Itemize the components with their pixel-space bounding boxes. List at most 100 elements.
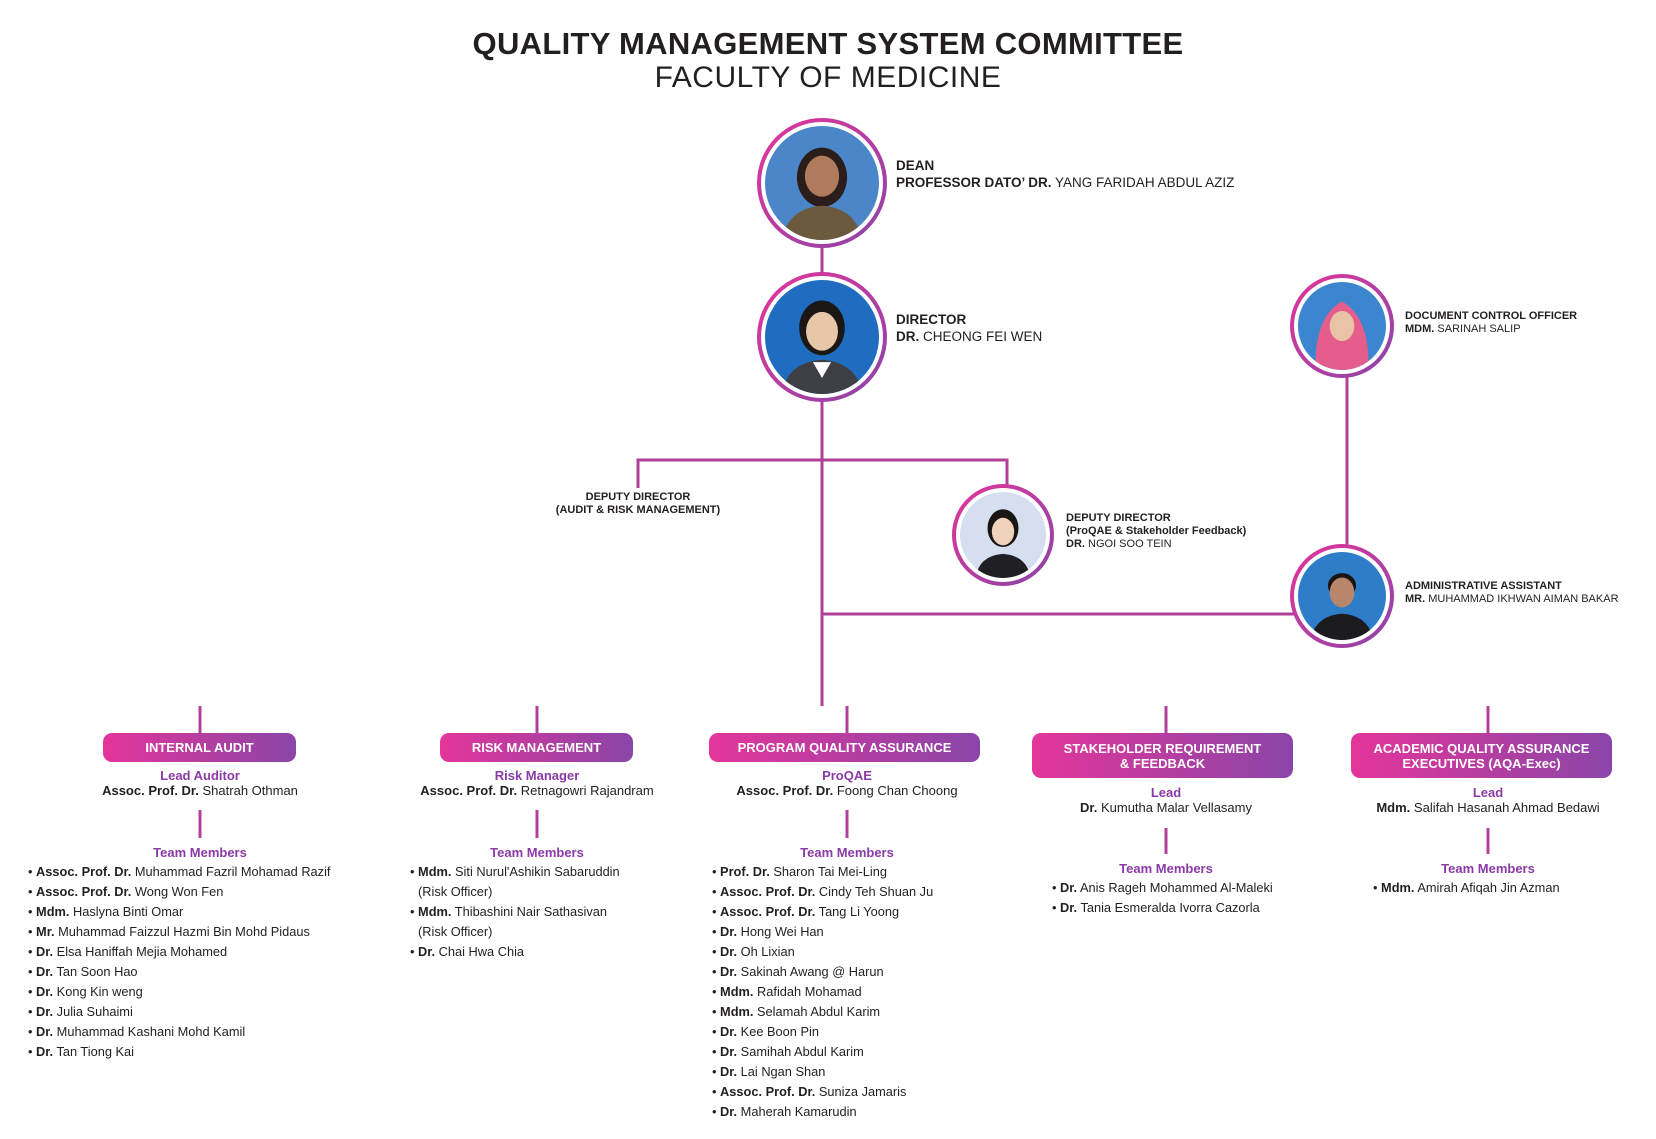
- deputy-proqae-portrait: [952, 484, 1054, 586]
- unit-risk-management-members: • Mdm. Siti Nurul'Ashikin Sabaruddin (Ris…: [410, 862, 620, 962]
- member-prefix: Mdm.: [418, 904, 452, 919]
- member-prefix: Mr.: [36, 924, 55, 939]
- director-name: DR. CHEONG FEI WEN: [896, 328, 1042, 345]
- team-member-item: • Mdm. Selamah Abdul Karim: [712, 1002, 933, 1022]
- member-prefix: Dr.: [36, 984, 54, 999]
- director-portrait: [757, 272, 887, 402]
- bullet-icon: •: [410, 904, 419, 919]
- dean-name-text: YANG FARIDAH ABDUL AZIZ: [1055, 175, 1235, 190]
- team-member-item: • Mdm. Thibashini Nair Sathasivan: [410, 902, 620, 922]
- unit-risk-management-team-label: Team Members: [490, 845, 584, 860]
- bullet-icon: •: [28, 944, 37, 959]
- member-name: Tang Li Yoong: [815, 904, 900, 919]
- member-prefix: Dr.: [36, 1044, 54, 1059]
- dean-info: DEAN PROFESSOR DATO’ DR. YANG FARIDAH AB…: [896, 157, 1234, 191]
- deputy-proqae-info: DEPUTY DIRECTOR (ProQAE & Stakeholder Fe…: [1066, 512, 1246, 551]
- lead-name: Mdm. Salifah Hasanah Ahmad Bedawi: [1318, 800, 1656, 815]
- member-prefix: Dr.: [720, 1024, 738, 1039]
- lead-role: ProQAE: [822, 768, 872, 783]
- member-name: Muhammad Kashani Mohd Kamil: [53, 1024, 246, 1039]
- bullet-icon: •: [1373, 880, 1382, 895]
- team-member-item: • Mdm. Amirah Afiqah Jin Azman: [1373, 878, 1560, 898]
- unit-risk-management-pill: RISK MANAGEMENT: [440, 733, 633, 762]
- dean-title-prefix: PROFESSOR DATO’ DR.: [896, 175, 1052, 190]
- member-name: Kong Kin weng: [53, 984, 143, 999]
- page-title: QUALITY MANAGEMENT SYSTEM COMMITTEE: [472, 26, 1184, 61]
- bullet-icon: •: [28, 1044, 37, 1059]
- team-member-item: • Dr. Maherah Kamarudin: [712, 1102, 933, 1122]
- member-note-text: (Risk Officer): [418, 884, 493, 899]
- unit-aqa-label-line1: ACADEMIC QUALITY ASSURANCE: [1373, 740, 1590, 756]
- member-name: Muhammad Fazril Mohamad Razif: [131, 864, 331, 879]
- director-info: DIRECTOR DR. CHEONG FEI WEN: [896, 311, 1042, 345]
- team-member-item: • Dr. Muhammad Kashani Mohd Kamil: [28, 1022, 330, 1042]
- member-name: Chai Hwa Chia: [435, 944, 525, 959]
- team-member-item: • Dr. Lai Ngan Shan: [712, 1062, 933, 1082]
- unit-risk-management-label: RISK MANAGEMENT: [471, 740, 602, 755]
- team-member-item: • Dr. Kee Boon Pin: [712, 1022, 933, 1042]
- team-member-item: • Mdm. Siti Nurul'Ashikin Sabaruddin: [410, 862, 620, 882]
- lead-prefix: Mdm.: [1376, 800, 1411, 815]
- team-member-item: • Dr. Tan Soon Hao: [28, 962, 330, 982]
- member-name: Amirah Afiqah Jin Azman: [1414, 880, 1560, 895]
- bullet-icon: •: [712, 1084, 721, 1099]
- unit-stakeholder-pill: STAKEHOLDER REQUIREMENT & FEEDBACK: [1032, 733, 1293, 778]
- director-title-prefix: DR.: [896, 329, 920, 344]
- lead-prefix: Dr.: [1080, 800, 1098, 815]
- member-name: Tan Tiong Kai: [53, 1044, 134, 1059]
- unit-pqa-members: • Prof. Dr. Sharon Tai Mei-Ling• Assoc. …: [712, 862, 933, 1122]
- member-name: Cindy Teh Shuan Ju: [815, 884, 934, 899]
- lead-prefix: Assoc. Prof. Dr.: [420, 783, 518, 798]
- person-photo-icon: [765, 280, 879, 394]
- team-member-item: • Mdm. Haslyna Binti Omar: [28, 902, 330, 922]
- team-member-item: • Mdm. Rafidah Mohamad: [712, 982, 933, 1002]
- member-prefix: Dr.: [1060, 880, 1078, 895]
- bullet-icon: •: [712, 944, 721, 959]
- lead-name-text: Salifah Hasanah Ahmad Bedawi: [1413, 800, 1600, 815]
- member-prefix: Assoc. Prof. Dr.: [36, 864, 132, 879]
- member-name: Oh Lixian: [737, 944, 795, 959]
- admin-assistant-role: ADMINISTRATIVE ASSISTANT: [1405, 580, 1562, 592]
- dean-role: DEAN: [896, 158, 935, 173]
- person-photo-icon: [1298, 552, 1386, 640]
- unit-internal-audit-team-label: Team Members: [153, 845, 247, 860]
- member-name: Samihah Abdul Karim: [737, 1044, 864, 1059]
- deputy-proqae-name-text: NGOI SOO TEIN: [1088, 538, 1172, 550]
- team-member-item: • Dr. Elsa Haniffah Mejia Mohamed: [28, 942, 330, 962]
- member-name: Anis Rageh Mohammed Al-Maleki: [1077, 880, 1273, 895]
- unit-aqa-team-label: Team Members: [1441, 861, 1535, 876]
- bullet-icon: •: [28, 904, 37, 919]
- member-prefix: Dr.: [1060, 900, 1078, 915]
- team-member-item: • Dr. Anis Rageh Mohammed Al-Maleki: [1052, 878, 1273, 898]
- member-note-text: (Risk Officer): [418, 924, 493, 939]
- team-member-note: (Risk Officer): [410, 922, 620, 942]
- bullet-icon: •: [28, 864, 37, 879]
- team-member-item: • Assoc. Prof. Dr. Muhammad Fazril Moham…: [28, 862, 330, 882]
- member-prefix: Dr.: [720, 1104, 738, 1119]
- unit-risk-management-lead: Risk Manager Assoc. Prof. Dr. Retnagowri…: [382, 768, 692, 798]
- lead-name-text: Shatrah Othman: [202, 783, 298, 798]
- team-member-item: • Dr. Tan Tiong Kai: [28, 1042, 330, 1062]
- member-prefix: Mdm.: [418, 864, 452, 879]
- unit-stakeholder-members: • Dr. Anis Rageh Mohammed Al-Maleki• Dr.…: [1052, 878, 1273, 918]
- bullet-icon: •: [712, 1044, 721, 1059]
- member-prefix: Mdm.: [720, 984, 754, 999]
- deputy-audit-info: DEPUTY DIRECTOR (AUDIT & RISK MANAGEMENT…: [538, 491, 738, 517]
- team-member-item: • Dr. Samihah Abdul Karim: [712, 1042, 933, 1062]
- deputy-audit-dept: (AUDIT & RISK MANAGEMENT): [555, 504, 721, 516]
- lead-prefix: Assoc. Prof. Dr.: [736, 783, 834, 798]
- member-prefix: Assoc. Prof. Dr.: [720, 1084, 816, 1099]
- team-member-item: • Dr. Julia Suhaimi: [28, 1002, 330, 1022]
- lead-name: Assoc. Prof. Dr. Foong Chan Choong: [697, 783, 997, 798]
- lead-prefix: Assoc. Prof. Dr.: [102, 783, 199, 798]
- bullet-icon: •: [712, 904, 721, 919]
- member-name: Siti Nurul'Ashikin Sabaruddin: [451, 864, 620, 879]
- bullet-icon: •: [410, 944, 419, 959]
- bullet-icon: •: [712, 1104, 721, 1119]
- dean-portrait: [757, 118, 887, 248]
- member-name: Julia Suhaimi: [53, 1004, 133, 1019]
- member-name: Sharon Tai Mei-Ling: [769, 864, 887, 879]
- member-name: Lai Ngan Shan: [737, 1064, 826, 1079]
- bullet-icon: •: [712, 964, 721, 979]
